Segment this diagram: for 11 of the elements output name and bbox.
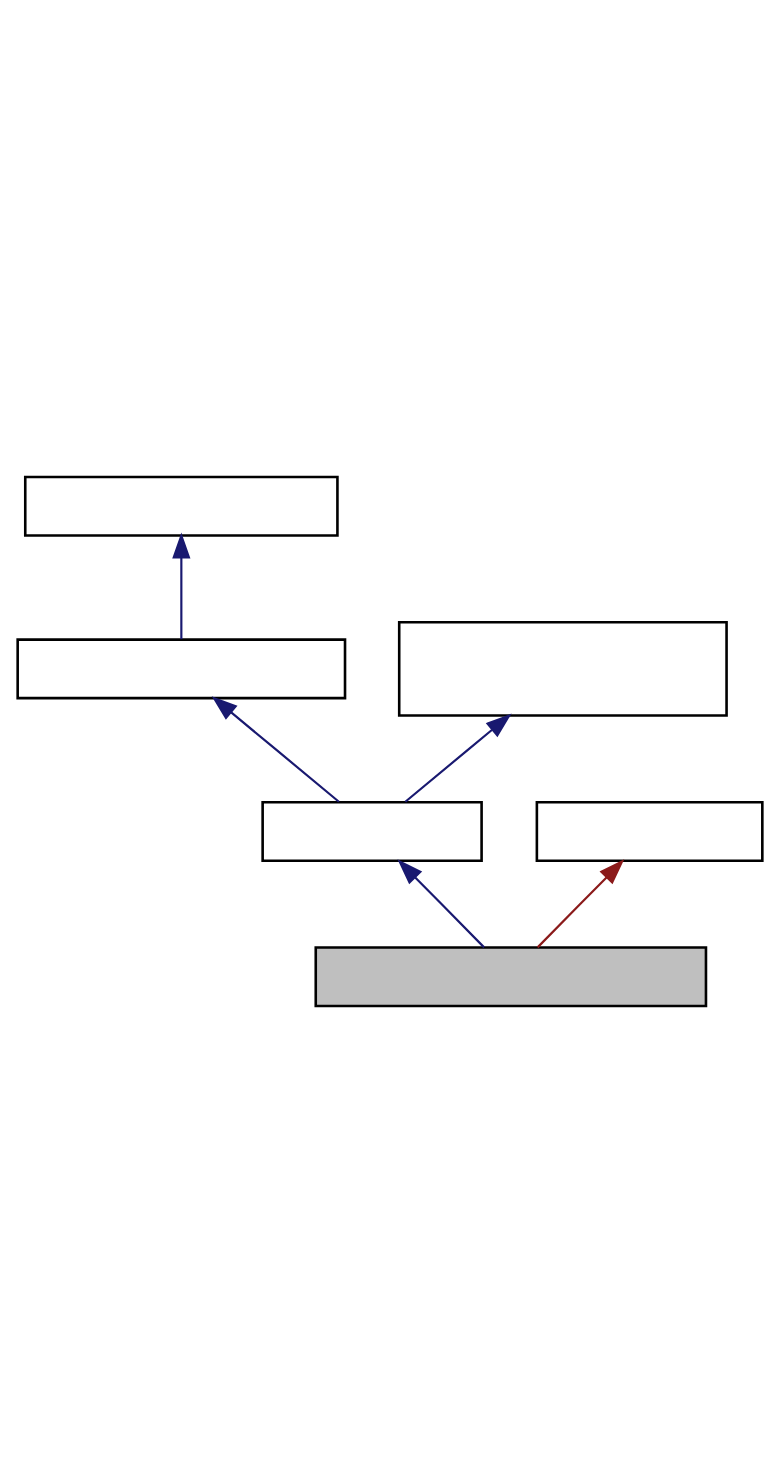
arrow xyxy=(171,532,190,640)
node-box xyxy=(397,620,728,717)
node-box xyxy=(260,800,483,863)
node-box xyxy=(535,800,764,863)
arrow xyxy=(396,859,485,949)
node-box xyxy=(15,638,346,700)
arrow xyxy=(211,696,340,803)
node-box xyxy=(313,946,707,1008)
arrow xyxy=(536,859,624,949)
arrow xyxy=(404,713,512,803)
node-box xyxy=(23,475,339,537)
